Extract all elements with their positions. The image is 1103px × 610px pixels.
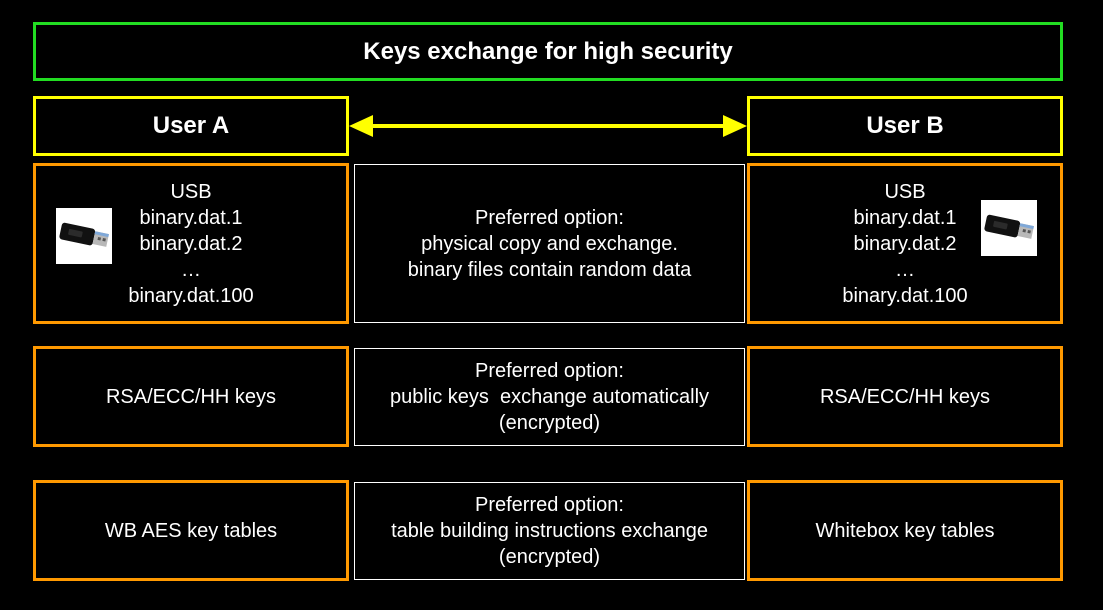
tables-exchange-line: (encrypted) <box>498 546 601 568</box>
usb-exchange-line: binary files contain random data <box>407 258 692 281</box>
diagram-title-text: Keys exchange for high security <box>363 37 733 65</box>
double-headed-arrow-icon <box>349 115 747 137</box>
tables-exchange-line: Preferred option: <box>475 494 624 516</box>
user-b-usb-line: binary.dat.2 <box>853 232 957 255</box>
user-a-usb-line: USB <box>170 180 212 203</box>
user-a-usb-line: … <box>181 258 201 281</box>
user-a-usb-line: binary.dat.100 <box>128 284 254 307</box>
user-b-usb-line: binary.dat.100 <box>842 284 968 307</box>
user-a-wb-tables-cell: WB AES key tables <box>33 480 349 581</box>
user-b-asym-keys-label: RSA/ECC/HH keys <box>819 385 991 408</box>
usb-drive-icon <box>56 208 112 264</box>
user-b-asym-keys-cell: RSA/ECC/HH keys <box>747 346 1063 447</box>
user-b-usb-line: binary.dat.1 <box>853 206 957 229</box>
user-b-usb-line: … <box>895 258 915 281</box>
asym-exchange-cell: Preferred option: public keys exchange a… <box>354 348 745 446</box>
usb-drive-icon <box>981 200 1037 256</box>
user-a-header: User A <box>33 96 349 156</box>
user-b-label: User B <box>866 112 944 139</box>
usb-exchange-line: physical copy and exchange. <box>421 232 678 255</box>
user-b-wb-tables-cell: Whitebox key tables <box>747 480 1063 581</box>
user-b-usb-line: USB <box>884 180 926 203</box>
user-a-usb-line: binary.dat.1 <box>139 206 243 229</box>
user-a-usb-cell: USB binary.dat.1 binary.dat.2 … binary.d… <box>33 163 349 324</box>
user-a-asym-keys-label: RSA/ECC/HH keys <box>105 385 277 408</box>
tables-exchange-cell: Preferred option: table building instruc… <box>354 482 745 580</box>
user-b-usb-cell: USB binary.dat.1 binary.dat.2 … binary.d… <box>747 163 1063 324</box>
usb-exchange-line: Preferred option: <box>475 206 624 229</box>
user-b-header: User B <box>747 96 1063 156</box>
diagram-title: Keys exchange for high security <box>33 22 1063 81</box>
user-a-usb-line: binary.dat.2 <box>139 232 243 255</box>
user-b-wb-tables-label: Whitebox key tables <box>815 519 995 542</box>
user-a-label: User A <box>152 112 230 139</box>
asym-exchange-line: (encrypted) <box>498 412 601 434</box>
user-a-asym-keys-cell: RSA/ECC/HH keys <box>33 346 349 447</box>
asym-exchange-line: Preferred option: <box>475 360 624 382</box>
usb-exchange-cell: Preferred option: physical copy and exch… <box>354 164 745 323</box>
user-a-wb-tables-label: WB AES key tables <box>104 519 278 542</box>
asym-exchange-line: public keys exchange automatically <box>389 386 710 408</box>
tables-exchange-line: table building instructions exchange <box>391 520 708 542</box>
